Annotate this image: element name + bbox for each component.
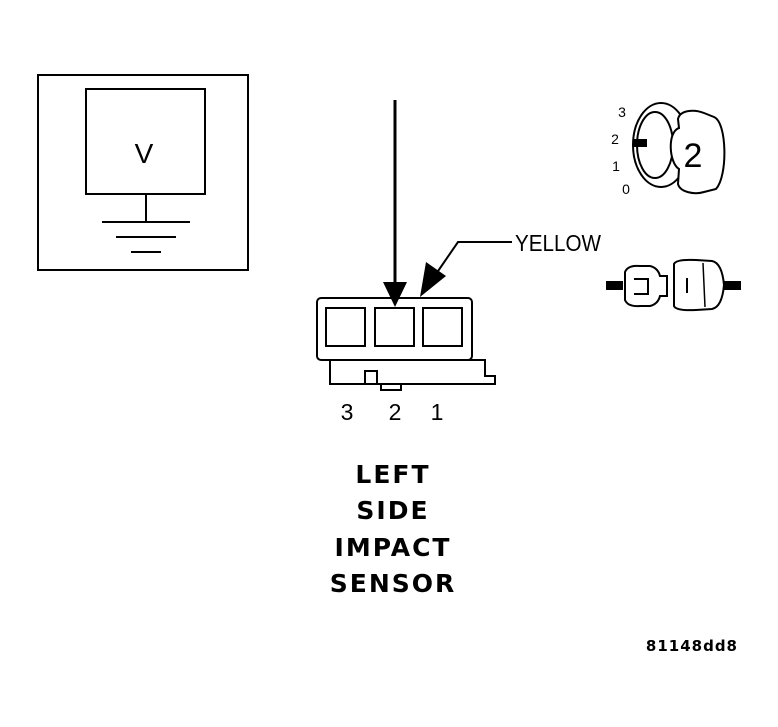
title-line: IMPACT (335, 533, 452, 562)
voltmeter-body (37, 74, 249, 271)
female-half (673, 258, 726, 312)
voltmeter-label: V (135, 138, 154, 169)
title-line: SENSOR (330, 569, 457, 598)
key-position: 2 (684, 137, 703, 175)
male-half (624, 264, 668, 308)
connector-latch (364, 370, 378, 385)
ignition-pointer (634, 139, 647, 147)
connector-disconnect-icon (606, 258, 741, 312)
yellow-leader: YELLOW (420, 230, 601, 297)
connector-cavity (374, 307, 415, 347)
key-icon (669, 109, 726, 195)
title-line: LEFT (355, 460, 430, 489)
ignition-position: 3 (618, 104, 626, 120)
female-half-detail (702, 262, 706, 308)
wire-stub (724, 281, 741, 290)
voltmeter-icon: V (37, 74, 249, 271)
male-half-detail (634, 278, 649, 295)
ignition-switch-icon: 3 2 1 0 2 (611, 102, 726, 197)
sensor-title: LEFT SIDE IMPACT SENSOR (330, 460, 457, 598)
wire-color-label: YELLOW (515, 230, 601, 256)
ground-icon (102, 194, 190, 253)
pin-label: 3 (341, 399, 354, 425)
ignition-position: 1 (612, 158, 620, 174)
ignition-position: 0 (622, 181, 630, 197)
connector-tab (380, 383, 402, 391)
probe-arrow-icon (383, 100, 407, 307)
title-line: SIDE (356, 496, 429, 525)
connector-base (329, 359, 496, 385)
ignition-position: 2 (611, 131, 619, 147)
connector-cavity (422, 307, 463, 347)
pin-label: 2 (389, 399, 402, 425)
wire-stub (606, 281, 623, 290)
figure-id: 81148dd8 (646, 637, 738, 655)
connector-cavity (325, 307, 366, 347)
pin-label: 1 (431, 399, 444, 425)
sensor-connector: 3 2 1 (316, 297, 496, 425)
